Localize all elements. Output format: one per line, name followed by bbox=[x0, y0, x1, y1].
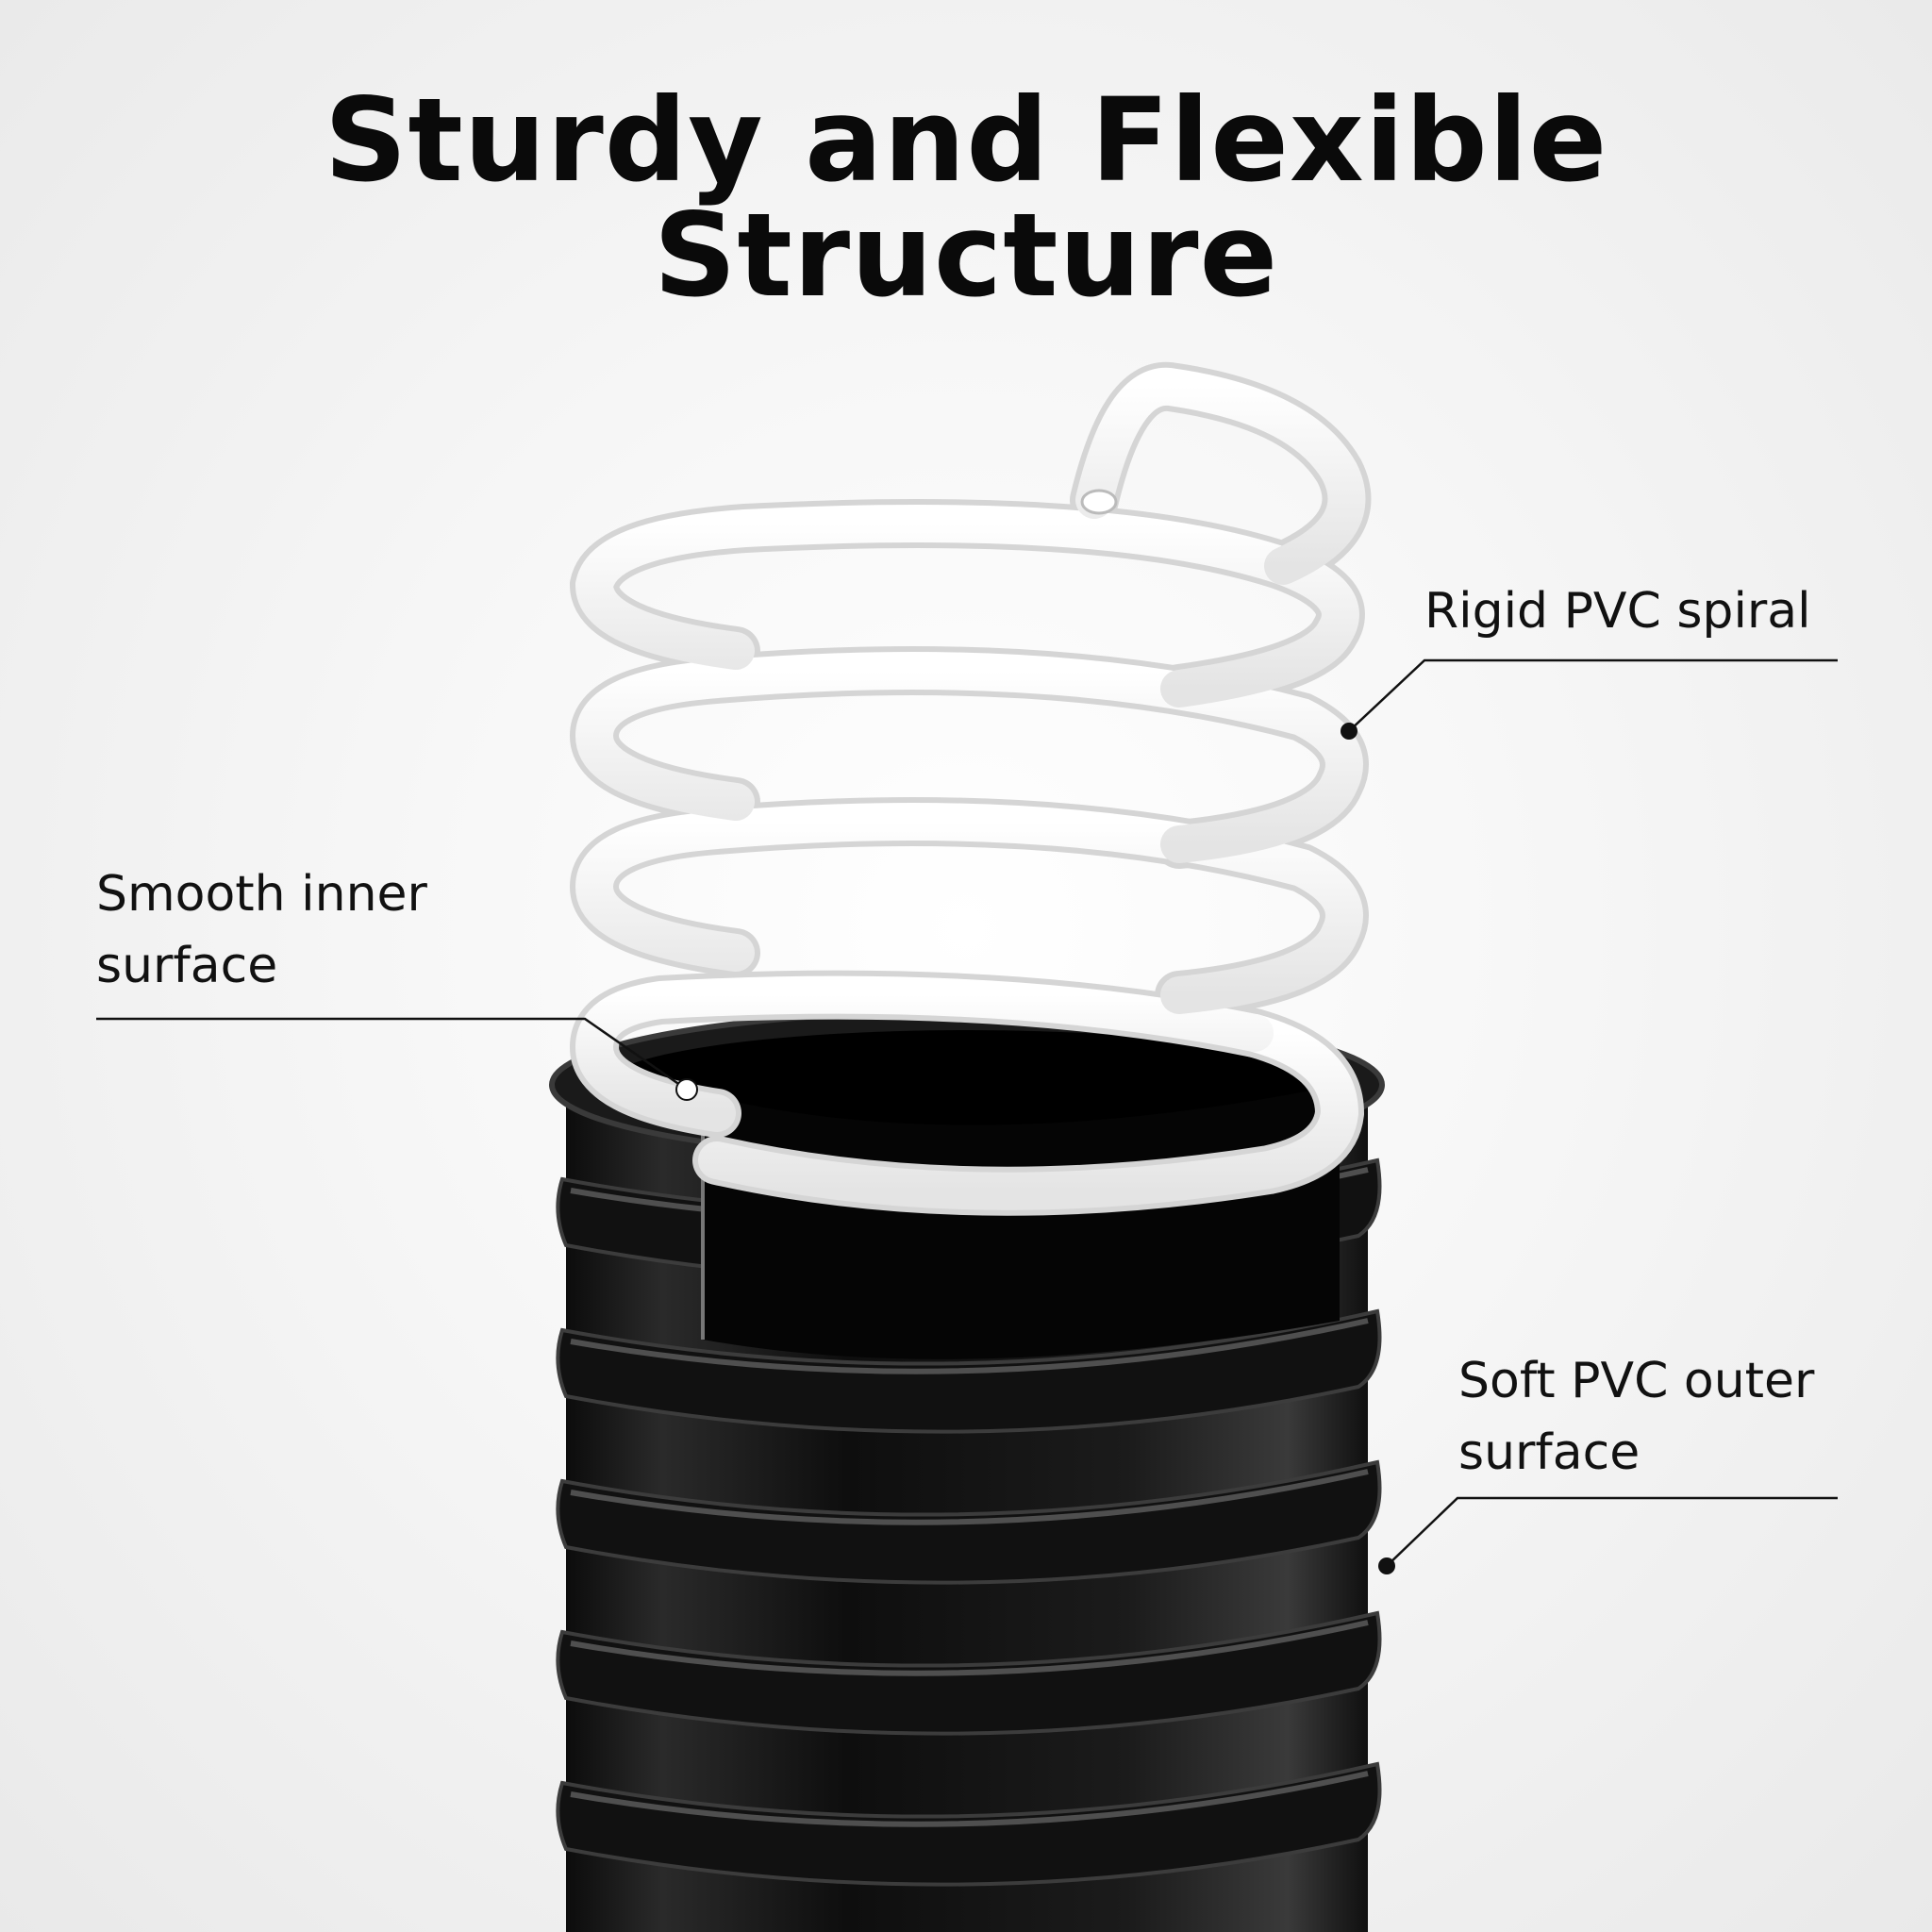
leader-spiral bbox=[1341, 658, 1838, 740]
callout-rigid-pvc-spiral-line-1: Rigid PVC spiral bbox=[1424, 583, 1811, 640]
callout-smooth-inner-surface: Smooth inner surface bbox=[96, 858, 427, 1002]
callout-soft-pvc-outer-surface-line-2: surface bbox=[1458, 1424, 1641, 1481]
pvc-spiral bbox=[569, 361, 1372, 1216]
leader-inner-dot bbox=[675, 1078, 698, 1101]
leader-outer-dot bbox=[1378, 1557, 1395, 1574]
page-title: Sturdy and Flexible Structure bbox=[324, 74, 1608, 323]
leader-outer bbox=[1378, 1496, 1838, 1574]
callout-soft-pvc-outer-surface-line-1: Soft PVC outer bbox=[1458, 1353, 1815, 1409]
leader-inner bbox=[96, 1017, 698, 1101]
callout-rigid-pvc-spiral: Rigid PVC spiral bbox=[1424, 575, 1811, 647]
callout-smooth-inner-surface-line-1: Smooth inner bbox=[96, 866, 427, 923]
callout-soft-pvc-outer-surface: Soft PVC outer surface bbox=[1458, 1345, 1814, 1489]
hose-outer-body bbox=[556, 1085, 1382, 1932]
cutaway-section bbox=[701, 1085, 1340, 1359]
leader-spiral-dot bbox=[1341, 723, 1357, 740]
callout-smooth-inner-surface-line-2: surface bbox=[96, 938, 278, 994]
